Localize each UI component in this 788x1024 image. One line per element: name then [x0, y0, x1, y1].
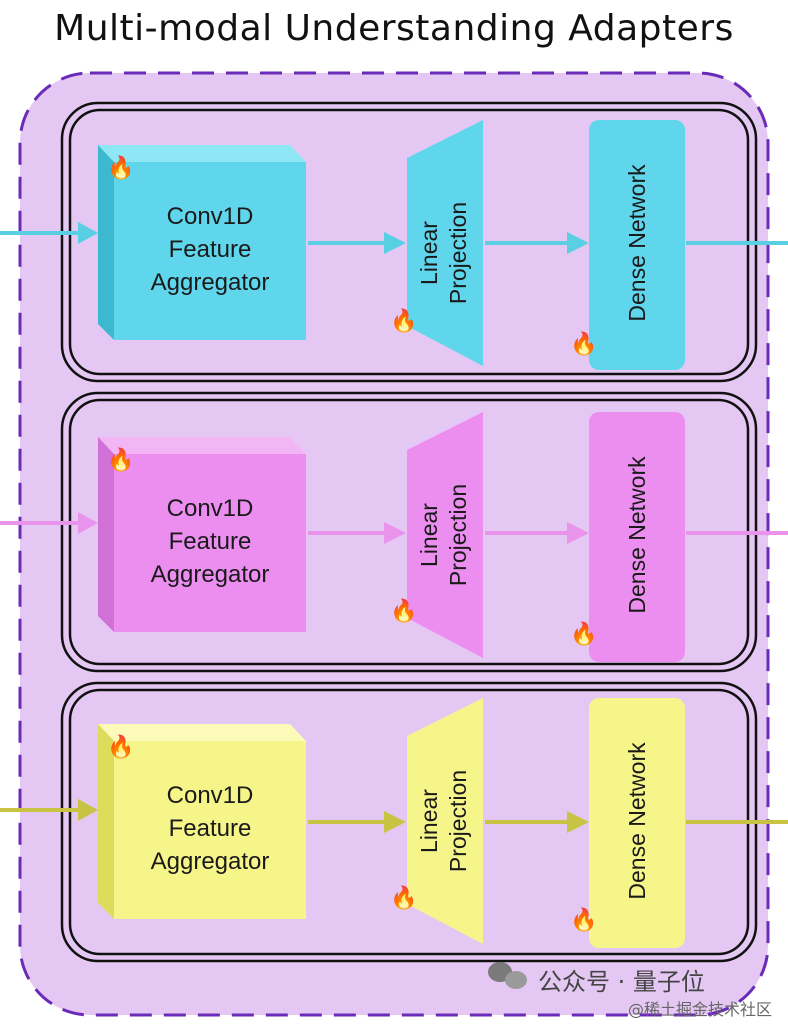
block-2-projection-label: Linear Projection — [416, 483, 471, 587]
block-3 — [0, 698, 788, 948]
fire-icon: 🔥 — [570, 622, 598, 647]
block-2-aggregator-top — [98, 437, 306, 454]
block-1-aggregator-label: Conv1D Feature Aggregator — [150, 203, 270, 296]
block-1-dense-label: Dense Network — [624, 164, 650, 322]
block-3-dense-shape — [589, 698, 685, 948]
fire-icon: 🔥 — [107, 735, 135, 760]
block-3-aggregator-side — [98, 724, 114, 919]
block-2-aggregator-face — [114, 454, 306, 632]
block-3-aggregator-label: Conv1D Feature Aggregator — [150, 782, 270, 875]
block-2 — [0, 412, 788, 662]
block-2-input-arrowhead — [78, 512, 98, 534]
block-3-input-arrowhead — [78, 799, 98, 821]
fire-icon: 🔥 — [570, 908, 598, 933]
block-2-aggregator-label: Conv1D Feature Aggregator — [150, 495, 270, 588]
fire-icon: 🔥 — [390, 599, 418, 624]
block-1-aggregator-side — [98, 145, 114, 340]
block-1-arrow-2-head — [567, 232, 589, 254]
block-2-projection-shape — [407, 412, 483, 658]
block-3-projection-shape — [407, 698, 483, 944]
block-3-arrow-1-head — [384, 811, 406, 833]
block-1-arrow-1-head — [384, 232, 406, 254]
block-1-projection-label: Linear Projection — [416, 201, 471, 305]
fire-icon: 🔥 — [570, 332, 598, 357]
wechat-logo-icon — [488, 962, 527, 989]
block-3-arrow-2-head — [567, 811, 589, 833]
fire-icon: 🔥 — [107, 156, 135, 181]
block-2-aggregator-side — [98, 437, 114, 632]
block-2-dense-label: Dense Network — [624, 456, 650, 614]
block-1 — [0, 120, 788, 370]
block-1-aggregator-top — [98, 145, 306, 162]
fire-icon: 🔥 — [390, 309, 418, 334]
block-3-dense-label: Dense Network — [624, 742, 650, 900]
block-3-aggregator-face — [114, 741, 306, 919]
block-1-aggregator-face — [114, 162, 306, 340]
block-2-arrow-1-head — [384, 522, 406, 544]
block-1-projection-shape — [407, 120, 483, 366]
fire-icon: 🔥 — [107, 448, 135, 473]
fire-icon: 🔥 — [390, 886, 418, 911]
watermark-account: 公众号 · 量子位 — [538, 968, 705, 996]
block-3-aggregator-top — [98, 724, 306, 741]
block-2-arrow-2-head — [567, 522, 589, 544]
block-1-dense-shape — [589, 120, 685, 370]
block-1-input-arrowhead — [78, 222, 98, 244]
block-2-dense-shape — [589, 412, 685, 662]
watermark-site: @稀土掘金技术社区 — [628, 1000, 773, 1019]
block-3-projection-label: Linear Projection — [416, 769, 471, 873]
diagram-title: Multi-modal Understanding Adapters — [54, 8, 734, 49]
